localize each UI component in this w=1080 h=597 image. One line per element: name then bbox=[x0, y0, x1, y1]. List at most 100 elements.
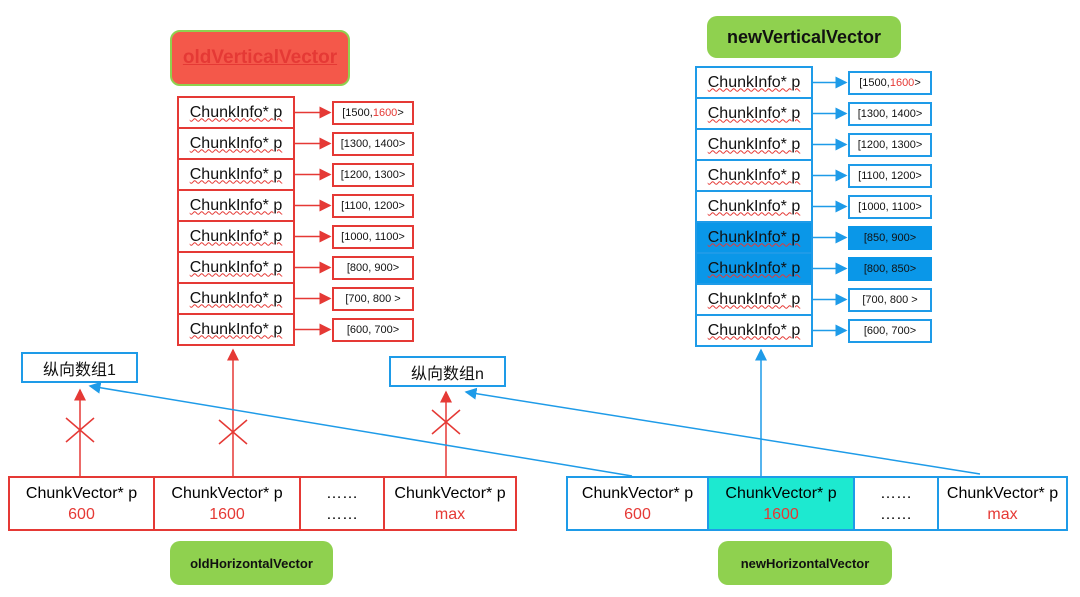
old-range-box: [1300, 1400> bbox=[332, 131, 414, 156]
new-vertical-vector: ChunkInfo* p ChunkInfo* p ChunkInfo* p Chun… bbox=[695, 66, 813, 347]
old-pointer-cell: ChunkInfo* p bbox=[179, 98, 293, 129]
new-horizontal-cell-600: ChunkVector* p 600 bbox=[568, 478, 709, 529]
pointer-text: ChunkInfo* p bbox=[189, 227, 283, 245]
new-pointer-cell: ChunkInfo* p bbox=[697, 254, 811, 285]
range-text: [1300, 1400> bbox=[340, 137, 406, 150]
old-range-box: [800, 900> bbox=[332, 255, 414, 280]
range-text: [1100, 1200> bbox=[858, 169, 922, 182]
old-pointer-cell: ChunkInfo* p bbox=[179, 191, 293, 222]
new-horizontal-title-text: newHorizontalVector bbox=[740, 555, 870, 571]
old-row-arrows bbox=[295, 106, 332, 336]
pointer-text: ChunkInfo* p bbox=[707, 166, 801, 184]
range-text: [1300, 1400> bbox=[857, 107, 923, 120]
pointer-text: ChunkInfo* p bbox=[707, 104, 801, 122]
range-text: [1100, 1200> bbox=[341, 199, 405, 212]
new-pointer-cell: ChunkInfo* p bbox=[697, 161, 811, 192]
range-text: 1600 bbox=[889, 76, 915, 89]
range-text: [1000, 1100> bbox=[858, 200, 922, 213]
new-horizontal-cell-max: ChunkVector* p max bbox=[939, 478, 1066, 529]
old-pointer-cell: ChunkInfo* p bbox=[179, 129, 293, 160]
pointer-text: ChunkInfo* p bbox=[189, 320, 283, 338]
old-horizontal-title: oldHorizontalVector bbox=[170, 541, 333, 585]
arrow-new-max-to-vertical-n bbox=[464, 387, 981, 475]
pointer-text: ChunkInfo* p bbox=[189, 258, 283, 276]
pointer-text: ChunkInfo* p bbox=[707, 73, 801, 91]
cell-key-text: max bbox=[434, 505, 466, 523]
range-text: [600, 700> bbox=[346, 323, 400, 336]
old-range-box: [1100, 1200> bbox=[332, 193, 414, 218]
pointer-text: ChunkInfo* p bbox=[189, 196, 283, 214]
old-vertical-vector: ChunkInfo* p ChunkInfo* p ChunkInfo* p Chun… bbox=[177, 96, 295, 346]
old-horizontal-cell-ellipsis: …… …… bbox=[301, 478, 385, 529]
cell-key-text: max bbox=[987, 505, 1018, 523]
old-range-box: [1200, 1300> bbox=[332, 162, 414, 187]
range-text: > bbox=[914, 76, 921, 89]
cell-pointer-text: ChunkVector* p bbox=[725, 484, 837, 502]
vertical-array-1-label: 纵向数组1 bbox=[21, 352, 138, 383]
pointer-text: ChunkInfo* p bbox=[707, 228, 801, 246]
old-range-box: [600, 700> bbox=[332, 317, 414, 342]
cell-key-text: 600 bbox=[624, 505, 651, 523]
cell-ellipsis-text: …… bbox=[880, 505, 912, 523]
range-text: 1600 bbox=[372, 106, 398, 119]
old-range-box: [1500, 1600> bbox=[332, 100, 414, 125]
pointer-text: ChunkInfo* p bbox=[189, 289, 283, 307]
vertical-array-n-label: 纵向数组n bbox=[389, 356, 506, 387]
old-horizontal-vector: ChunkVector* p 600 ChunkVector* p 1600 …… bbox=[8, 476, 517, 531]
cell-ellipsis-text: …… bbox=[326, 505, 358, 523]
cell-ellipsis-text: …… bbox=[880, 484, 912, 502]
new-range-box: [1300, 1400> bbox=[848, 101, 932, 126]
new-range-box: [1100, 1200> bbox=[848, 163, 932, 188]
cell-key-text: 600 bbox=[68, 505, 95, 523]
old-horizontal-cell-600: ChunkVector* p 600 bbox=[10, 478, 155, 529]
range-text: [1200, 1300> bbox=[340, 168, 406, 181]
new-row-arrows bbox=[813, 76, 848, 337]
range-text: [600, 700> bbox=[863, 324, 917, 337]
new-range-box: [1000, 1100> bbox=[848, 194, 932, 219]
new-range-box: [1500, 1600> bbox=[848, 70, 932, 95]
new-pointer-cell: ChunkInfo* p bbox=[697, 192, 811, 223]
old-pointer-cell: ChunkInfo* p bbox=[179, 253, 293, 284]
new-range-box: [850, 900> bbox=[848, 225, 932, 250]
new-pointer-cell: ChunkInfo* p bbox=[697, 68, 811, 99]
vertical-array-1-text: 纵向数组1 bbox=[43, 361, 116, 379]
new-range-box: [700, 800 > bbox=[848, 287, 932, 312]
cell-pointer-text: ChunkVector* p bbox=[946, 484, 1059, 502]
new-range-box: [800, 850> bbox=[848, 256, 932, 281]
new-range-box: [600, 700> bbox=[848, 318, 932, 343]
new-pointer-cell: ChunkInfo* p bbox=[697, 99, 811, 130]
new-horizontal-title: newHorizontalVector bbox=[718, 541, 892, 585]
pointer-text: ChunkInfo* p bbox=[707, 321, 801, 339]
range-text: [1000, 1100> bbox=[341, 230, 405, 243]
range-text: [800, 900> bbox=[346, 261, 400, 274]
new-range-box: [1200, 1300> bbox=[848, 132, 932, 157]
pointer-text: ChunkInfo* p bbox=[189, 103, 283, 121]
old-pointer-cell: ChunkInfo* p bbox=[179, 284, 293, 315]
cell-key-text: 1600 bbox=[209, 505, 245, 523]
range-text: [850, 900> bbox=[863, 231, 917, 244]
cross-mark-icon bbox=[431, 409, 461, 435]
range-text: [800, 850> bbox=[863, 262, 917, 275]
cell-key-text: 1600 bbox=[763, 505, 799, 523]
new-horizontal-vector: ChunkVector* p 600 ChunkVector* p 1600 …… bbox=[566, 476, 1068, 531]
range-text: [700, 800 > bbox=[345, 292, 401, 305]
cross-mark-icon bbox=[218, 419, 248, 445]
new-pointer-cell: ChunkInfo* p bbox=[697, 223, 811, 254]
cell-pointer-text: ChunkVector* p bbox=[581, 484, 694, 502]
range-text: [700, 800 > bbox=[862, 293, 918, 306]
old-pointer-cell: ChunkInfo* p bbox=[179, 160, 293, 191]
old-pointer-cell: ChunkInfo* p bbox=[179, 315, 293, 344]
cell-ellipsis-text: …… bbox=[326, 484, 358, 502]
range-text: > bbox=[397, 106, 404, 119]
pointer-text: ChunkInfo* p bbox=[189, 134, 283, 152]
cell-pointer-text: ChunkVector* p bbox=[171, 484, 283, 502]
cell-pointer-text: ChunkVector* p bbox=[394, 484, 506, 502]
new-vertical-title-text: newVerticalVector bbox=[726, 26, 882, 47]
pointer-text: ChunkInfo* p bbox=[707, 197, 801, 215]
old-horizontal-title-text: oldHorizontalVector bbox=[190, 555, 313, 571]
old-range-box: [700, 800 > bbox=[332, 286, 414, 311]
new-pointer-cell: ChunkInfo* p bbox=[697, 130, 811, 161]
new-horizontal-cell-ellipsis: …… …… bbox=[855, 478, 939, 529]
range-text: [1500, bbox=[342, 106, 373, 119]
